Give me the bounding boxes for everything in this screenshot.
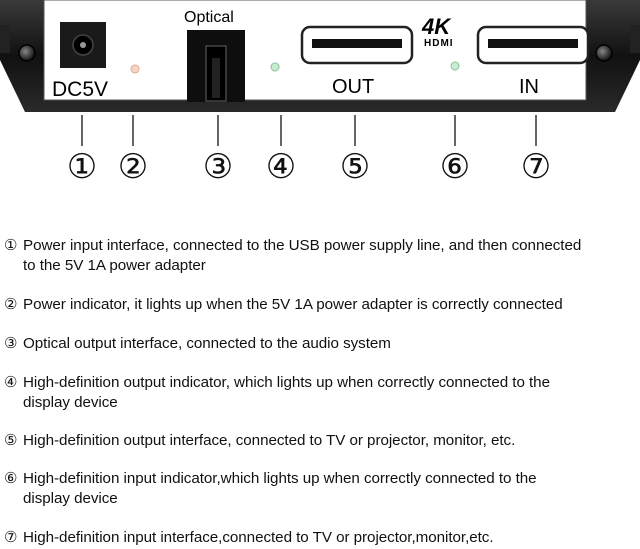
- optical-label: Optical: [184, 9, 234, 26]
- left-mount-tab: [0, 25, 10, 53]
- legend-item-6: ⑥ High-definition input indicator,which l…: [4, 469, 638, 509]
- legend-text: High-definition input indicator,which li…: [23, 470, 537, 487]
- legend-text: High-definition input interface,connecte…: [23, 529, 494, 546]
- legend-item-5: ⑤ High-definition output interface, conne…: [4, 431, 638, 451]
- legend-item-1: ① Power input interface, connected to the…: [4, 236, 638, 276]
- callout-1: ①: [67, 148, 97, 186]
- legend-text: High-definition output interface, connec…: [23, 432, 516, 449]
- legend-number: ⑥: [4, 470, 18, 487]
- callout-4: ④: [266, 148, 296, 186]
- callout-5: ⑤: [340, 148, 370, 186]
- callout-6: ⑥: [440, 148, 470, 186]
- legend-text: Optical output interface, connected to t…: [23, 335, 391, 352]
- output-led-icon: [270, 62, 280, 72]
- device-diagram: DC5V Optical OUT 4K HDMI IN ① ② ③ ④ ⑤ ⑥ …: [0, 0, 640, 186]
- leader-lines: [81, 115, 537, 146]
- legend-number: ②: [4, 296, 18, 313]
- right-mount-tab: [630, 25, 640, 53]
- hdmi-in-slot: [488, 39, 578, 48]
- legend-item-3: ③ Optical output interface, connected to …: [4, 334, 638, 354]
- legend-number: ⑤: [4, 432, 18, 449]
- legend-number: ③: [4, 335, 18, 352]
- hdmi-out-slot: [312, 39, 402, 48]
- legend-text: Power indicator, it lights up when the 5…: [23, 296, 563, 313]
- left-screw-icon: [18, 44, 36, 62]
- callout-2: ②: [118, 148, 148, 186]
- legend-text: High-definition output indicator, which …: [23, 374, 550, 391]
- legend-text: Power input interface, connected to the …: [23, 237, 582, 254]
- legend-text-continued: display device: [23, 490, 118, 507]
- logo-hdmi: HDMI: [424, 38, 454, 49]
- callout-3: ③: [203, 148, 233, 186]
- dc-label: DC5V: [52, 78, 108, 101]
- right-screw-icon: [595, 44, 613, 62]
- optical-port-inner: [212, 58, 220, 98]
- legend-text-continued: to the 5V 1A power adapter: [23, 257, 206, 274]
- legend-number: ⑦: [4, 529, 18, 546]
- power-led-icon: [130, 64, 140, 74]
- in-label: IN: [519, 76, 539, 98]
- legend-number: ①: [4, 237, 18, 254]
- legend-number: ④: [4, 374, 18, 391]
- legend-item-2: ② Power indicator, it lights up when the …: [4, 295, 638, 315]
- input-led-icon: [450, 61, 460, 71]
- legend-item-7: ⑦ High-definition input interface,connect…: [4, 528, 638, 548]
- legend-item-4: ④ High-definition output indicator, which…: [4, 373, 638, 413]
- logo-4k: 4K: [421, 14, 452, 39]
- callout-7: ⑦: [521, 148, 551, 186]
- legend-text-continued: display device: [23, 394, 118, 411]
- out-label: OUT: [332, 76, 374, 98]
- dc-jack-pin: [80, 42, 86, 48]
